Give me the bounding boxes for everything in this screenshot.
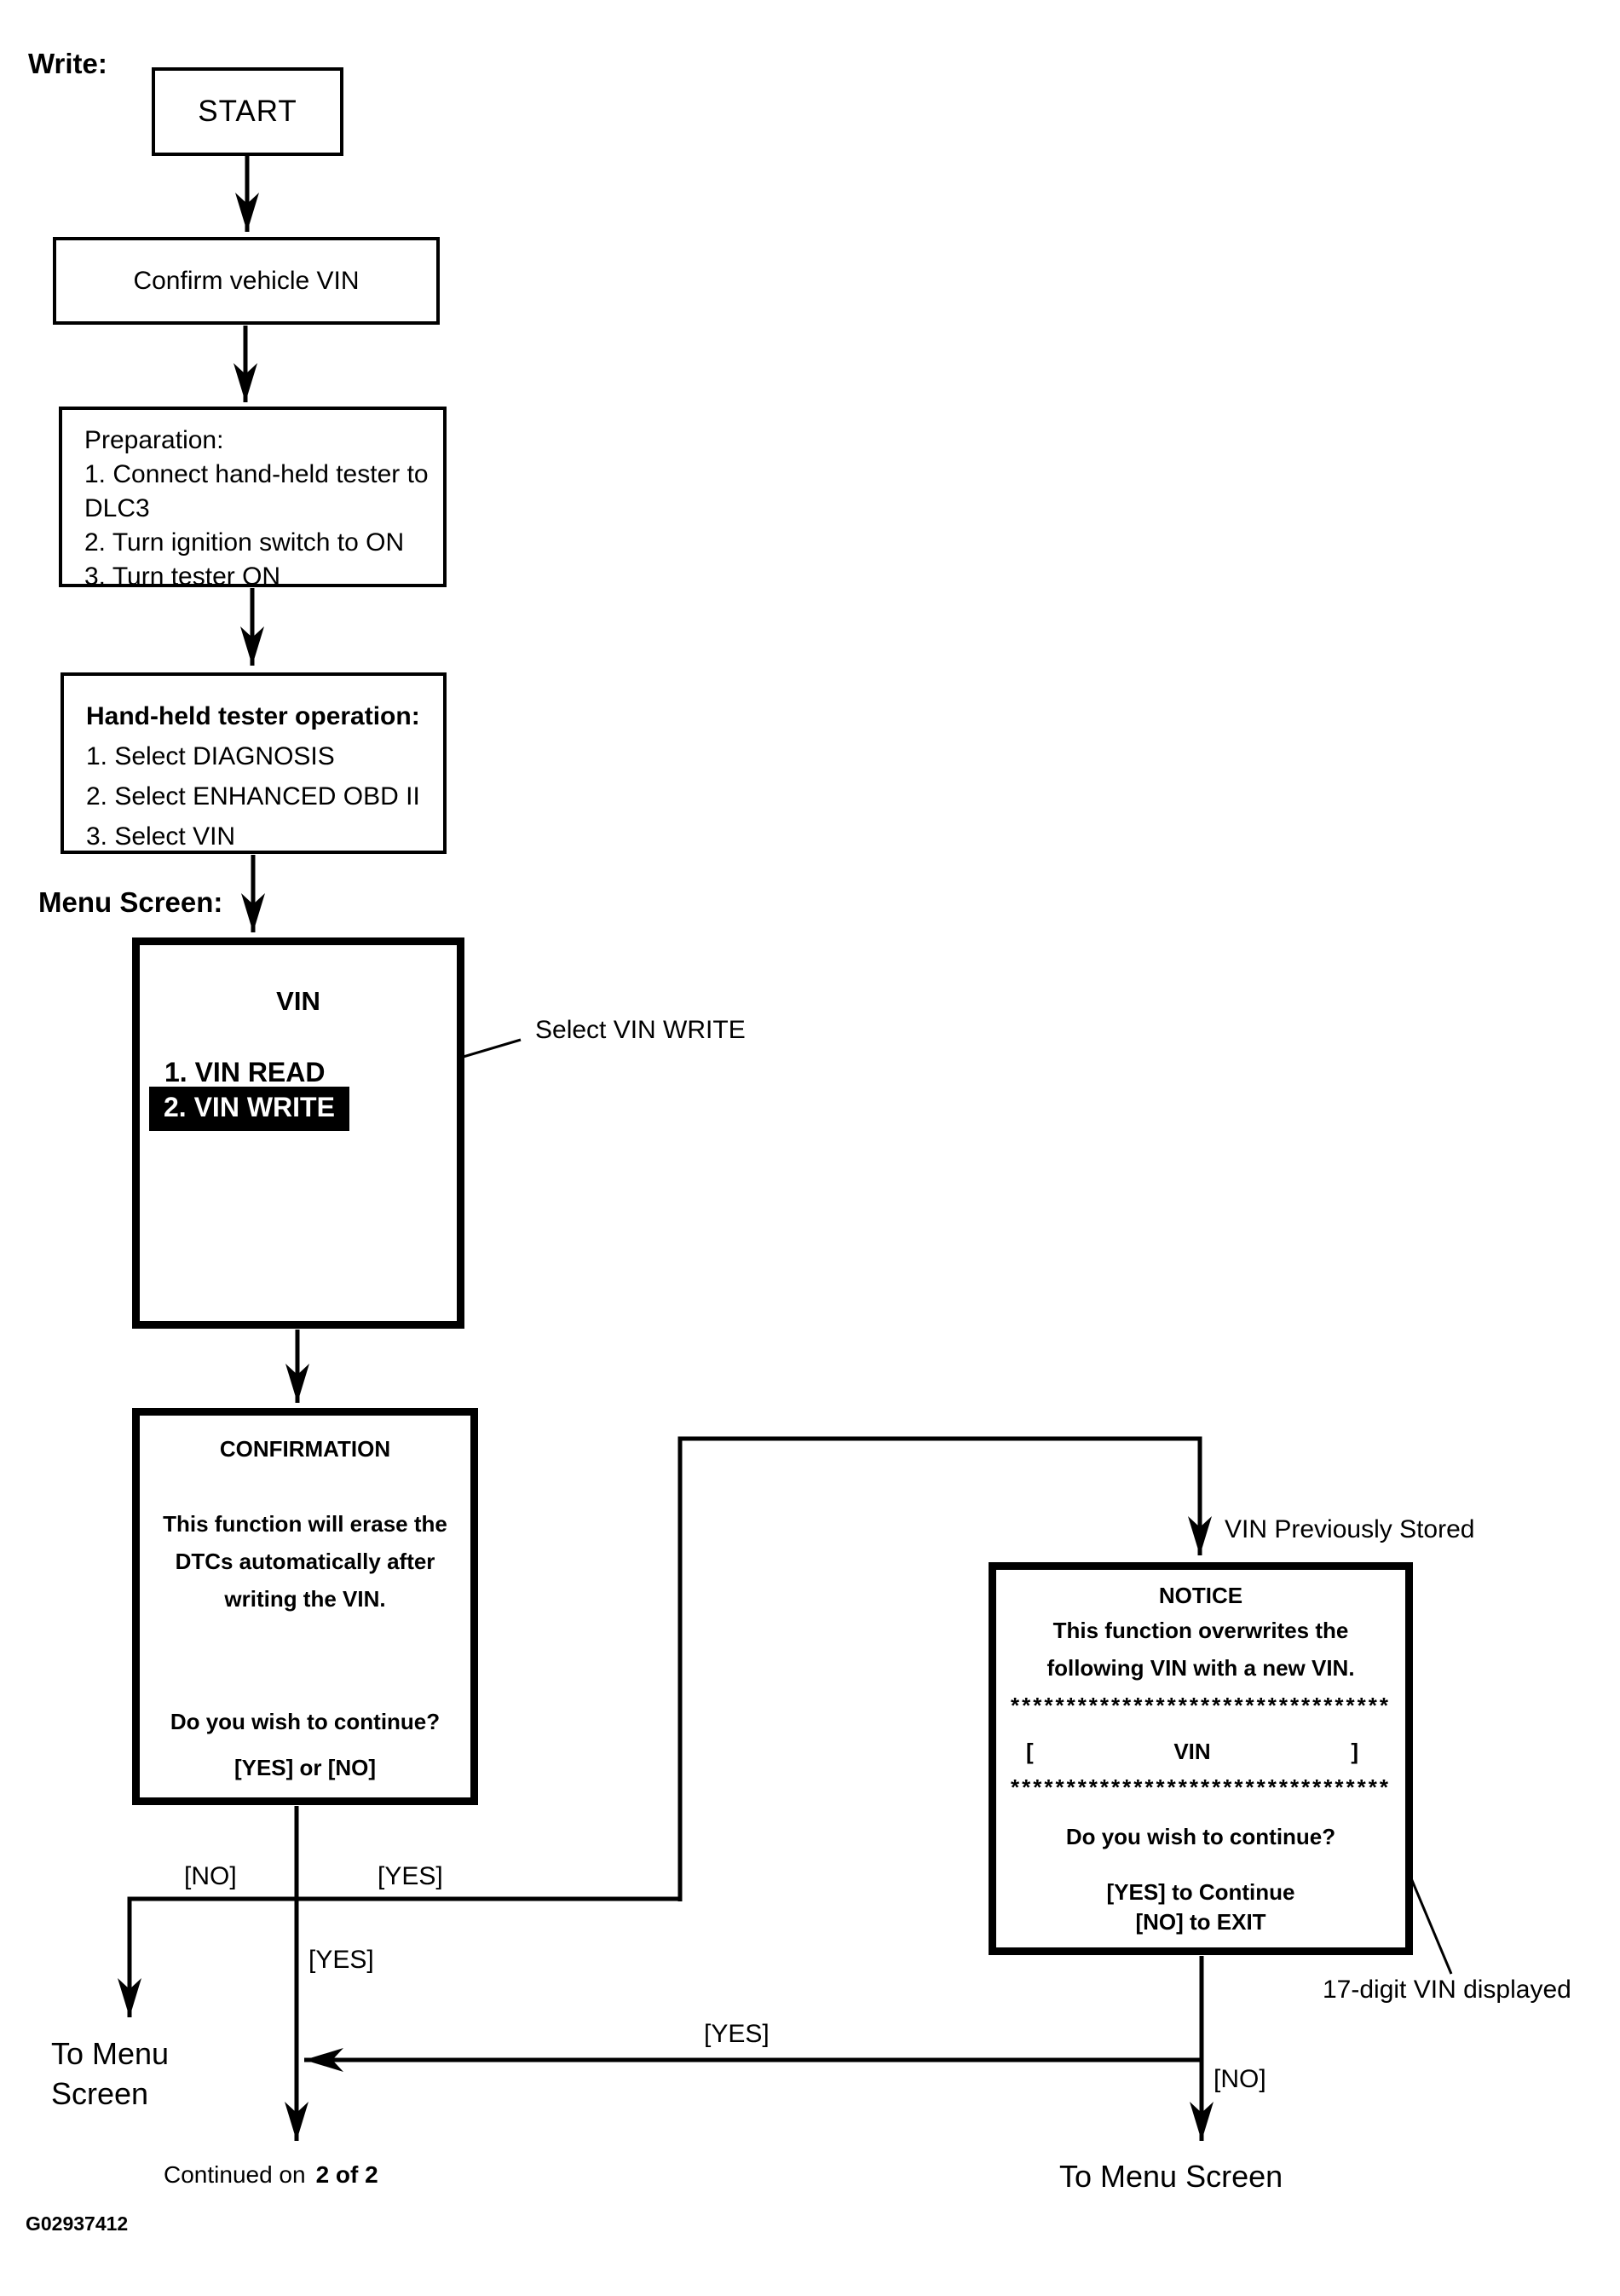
continued-page-ref: 2 of 2 <box>315 2161 378 2188</box>
to-menu-screen-line: To Menu <box>51 2036 170 2071</box>
confirm-vin-label: Confirm vehicle VIN <box>133 266 360 295</box>
notice-yes-action: [YES] to Continue <box>1106 1879 1295 1905</box>
vin-placeholder-label: VIN <box>1173 1739 1211 1764</box>
tester-operation-title: Hand-held tester operation: <box>86 702 420 730</box>
notice-title: NOTICE <box>1158 1583 1243 1608</box>
menu-item-vin-read: 1. VIN READ <box>164 1057 326 1087</box>
notice-no-action: [NO] to EXIT <box>1135 1909 1266 1935</box>
arrow-no-branch-to-menu-screen <box>118 1896 680 2017</box>
vin-bracket-close: ] <box>1351 1739 1358 1764</box>
confirm-vin-node: Confirm vehicle VIN <box>53 237 440 325</box>
confirmation-body-line: This function will erase the <box>163 1511 447 1537</box>
notice-body-line: This function overwrites the <box>1052 1618 1349 1643</box>
write-section-label: Write: <box>28 48 107 79</box>
confirmation-title: CONFIRMATION <box>219 1436 391 1462</box>
continued-on-label: Continued on 2 of 2 <box>164 2161 378 2189</box>
notice-asterisk-divider: ********************************** <box>1010 1693 1392 1718</box>
branch-label-yes: [YES] <box>704 2020 770 2048</box>
preparation-node: Preparation: 1. Connect hand-held tester… <box>59 407 447 591</box>
tester-operation-step: 2. Select ENHANCED OBD II <box>86 782 420 811</box>
tester-operation-step: 1. Select DIAGNOSIS <box>86 742 335 770</box>
start-node: START <box>152 67 343 156</box>
vin-menu-screen: VIN 1. VIN READ 2. VIN WRITE <box>132 937 464 1329</box>
branch-label-no: [NO] <box>184 1862 237 1890</box>
vin-bracket-open: [ <box>1026 1739 1034 1764</box>
preparation-step: 2. Turn ignition switch to ON <box>84 528 405 557</box>
select-vin-write-callout: Select VIN WRITE <box>535 1016 746 1044</box>
notice-question: Do you wish to continue? <box>1065 1824 1336 1849</box>
confirmation-body-line: writing the VIN. <box>224 1586 386 1612</box>
figure-id: G02937412 <box>26 2212 129 2235</box>
branch-label-yes: [YES] <box>378 1862 443 1890</box>
confirmation-screen: CONFIRMATION This function will erase th… <box>132 1408 478 1805</box>
continued-on-text: Continued on <box>164 2161 306 2188</box>
notice-screen: NOTICE This function overwrites the foll… <box>989 1562 1413 1955</box>
to-menu-screen-left-label: To Menu Screen <box>51 2034 169 2114</box>
menu-item-vin-write-selected: 2. VIN WRITE <box>149 1087 349 1131</box>
seventeen-digit-vin-callout: 17-digit VIN displayed <box>1323 1976 1571 2004</box>
notice-asterisk-divider: ********************************** <box>1010 1774 1392 1800</box>
start-node-label: START <box>198 95 297 128</box>
tester-operation-step: 3. Select VIN <box>86 822 236 851</box>
to-menu-screen-line: Screen <box>51 2076 149 2111</box>
confirmation-body: This function will erase the DTCs automa… <box>140 1505 470 1618</box>
tester-operation-node: Hand-held tester operation: 1. Select DI… <box>61 672 447 854</box>
confirmation-body-line: DTCs automatically after <box>175 1549 435 1574</box>
arrow-yes-branch-to-notice <box>677 1436 1212 1901</box>
branch-label-no: [NO] <box>1214 2065 1266 2093</box>
preparation-step: 1. Connect hand-held tester to DLC3 <box>84 460 429 522</box>
notice-body-line: following VIN with a new VIN. <box>1046 1655 1355 1681</box>
vin-previously-stored-label: VIN Previously Stored <box>1225 1515 1475 1543</box>
branch-label-yes: [YES] <box>308 1946 374 1974</box>
confirmation-options: [YES] or [NO] <box>233 1755 377 1780</box>
preparation-title: Preparation: <box>84 426 224 454</box>
vin-menu-title: VIN <box>276 986 320 1016</box>
preparation-step: 3. Turn tester ON <box>84 562 281 591</box>
notice-vin-row: [ VIN ] <box>996 1739 1405 1765</box>
to-menu-screen-right-label: To Menu Screen <box>1059 2159 1283 2194</box>
menu-screen-section-label: Menu Screen: <box>38 886 223 918</box>
confirmation-question: Do you wish to continue? <box>170 1709 441 1734</box>
